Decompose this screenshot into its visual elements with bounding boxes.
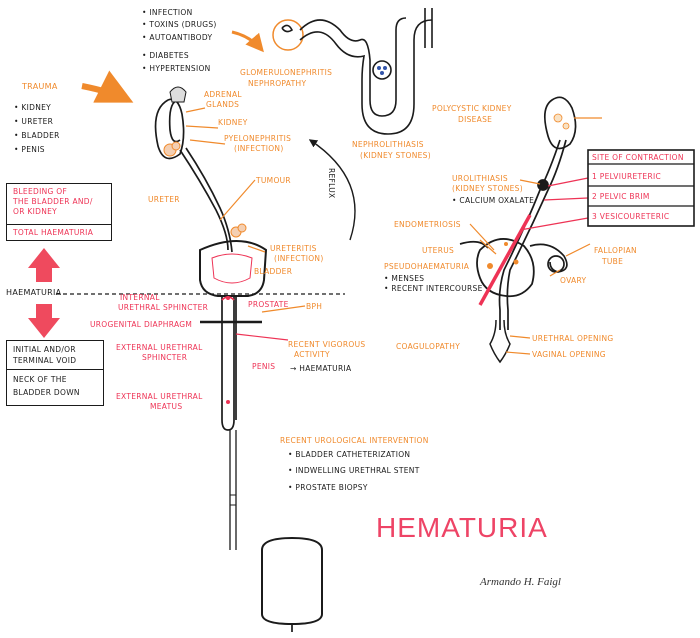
box-text: bladder down — [13, 388, 80, 397]
internal-sphincter-label: Internal — [120, 293, 160, 302]
nephrolithiasis-label: Nephrolithiasis — [352, 140, 424, 149]
tumour-label: Tumour — [256, 176, 291, 185]
polycystic-sub: disease — [458, 115, 493, 124]
page-title: HEMATURIA — [376, 512, 548, 543]
cause-item: • Autoantibody — [142, 33, 213, 42]
ureter-label: Ureter — [148, 195, 180, 204]
trauma-item: • Kidney — [14, 103, 52, 112]
polycystic-cysts — [553, 113, 570, 130]
coagulopathy-label: Coagulopathy — [396, 342, 461, 351]
internal-sphincter-sub: urethral sphincter — [118, 303, 209, 312]
male-pointers — [185, 107, 306, 341]
calcium-oxalate-item: • Calcium oxalate — [452, 196, 535, 205]
pseudo-item: • Menses — [384, 274, 425, 283]
pseudohaematuria-label: Pseudohaematuria — [384, 262, 470, 271]
contraction-item: 2 Pelvic brim — [592, 192, 650, 201]
trauma-arrow — [81, 70, 134, 103]
trauma-item: • Ureter — [14, 117, 54, 126]
adrenal-label-2: glands — [206, 100, 240, 109]
fallopian-label: Fallopian — [594, 246, 637, 255]
causes-arrow — [231, 30, 264, 53]
trauma-item: • Bladder — [14, 131, 60, 140]
female-urinary-tract — [459, 96, 577, 364]
glomerulonephritis-label: Glomerulonephritis — [240, 68, 333, 77]
contraction-item: 3 Vesicoureteric — [592, 212, 670, 221]
external-sphincter-sub: sphincter — [142, 353, 188, 362]
box-text: Initial and/or — [13, 345, 76, 354]
ureteritis-label: Ureteritis — [270, 244, 317, 253]
urological-intervention-title: Recent urological intervention — [280, 436, 429, 445]
box-text: or kidney — [13, 207, 58, 216]
cause-item: • Toxins (drugs) — [142, 20, 217, 29]
external-meatus-label: External urethral — [116, 392, 203, 401]
reflux-label: Reflux — [327, 168, 336, 199]
fallopian-sub: tube — [602, 257, 624, 266]
pyelonephritis-sub: (infection) — [234, 144, 284, 153]
box-divider — [7, 369, 103, 370]
haematuria-label: Haematuria — [6, 288, 62, 297]
trauma-title: Trauma — [22, 82, 58, 91]
polycystic-label: Polycystic kidney — [432, 104, 512, 113]
box-divider — [7, 224, 111, 225]
ureteritis-sub: (infection) — [274, 254, 324, 263]
contraction-title: Site of contraction — [592, 153, 684, 162]
male-urinary-tract — [154, 98, 323, 632]
box-text: Total haematuria — [13, 228, 94, 237]
vigorous-activity-sub: activity — [294, 350, 330, 359]
vigorous-activity-label: Recent vigorous — [288, 340, 366, 349]
nephropathy-label: Nephropathy — [248, 79, 307, 88]
urolithiasis-sub: (kidney stones) — [452, 184, 523, 193]
pseudo-item: • Recent intercourse — [384, 284, 483, 293]
nephron-drawing — [272, 8, 433, 135]
signature: Armando H. Faigl — [480, 576, 561, 588]
contraction-item: 1 Pelviureteric — [592, 172, 662, 181]
urological-item: • Prostate biopsy — [288, 483, 368, 492]
box-text: Neck of the — [13, 375, 67, 384]
pyelonephritis-label: Pyelonephritis — [224, 134, 292, 143]
vaginal-opening-label: Vaginal opening — [532, 350, 606, 359]
urological-item: • Indwelling urethral stent — [288, 466, 420, 475]
adrenal-gland — [169, 86, 187, 103]
external-sphincter-label: External urethral — [116, 343, 203, 352]
total-haematuria-box: Bleeding of the bladder and/ or kidney T… — [6, 183, 112, 241]
tumour-blob — [163, 141, 247, 238]
urological-item: • Bladder catheterization — [288, 450, 411, 459]
prostate-label: Prostate — [248, 300, 289, 309]
urolithiasis-label: Urolithiasis — [452, 174, 508, 183]
red-arrows — [28, 248, 60, 338]
female-pointers — [469, 117, 602, 355]
cause-item: • Hypertension — [142, 64, 211, 73]
cause-item: • Infection — [142, 8, 193, 17]
vigorous-result: → Haematuria — [290, 364, 352, 373]
bladder-label: Bladder — [254, 267, 293, 276]
endometriosis-label: Endometriosis — [394, 220, 461, 229]
kidney-label: Kidney — [218, 118, 248, 127]
contraction-box — [587, 149, 695, 227]
external-meatus-sub: meatus — [150, 402, 183, 411]
box-text: terminal void — [13, 356, 77, 365]
initial-terminal-box: Initial and/or terminal void Neck of the… — [6, 340, 104, 406]
reflux-arrow — [308, 139, 356, 241]
cause-item: • Diabetes — [142, 51, 189, 60]
adrenal-label: Adrenal — [204, 90, 242, 99]
endometriosis-spots — [487, 242, 519, 269]
uterus-label: Uterus — [422, 246, 455, 255]
penis-label: Penis — [252, 362, 276, 371]
nephrolithiasis-sub: (kidney stones) — [360, 151, 431, 160]
bph-label: BPH — [306, 302, 323, 311]
strike-line — [478, 214, 532, 306]
ovary-label: Ovary — [560, 276, 587, 285]
urethral-opening-label: Urethral opening — [532, 334, 614, 343]
box-text: the bladder and/ — [13, 197, 93, 206]
box-text: Bleeding of — [13, 187, 68, 196]
urogenital-diaphragm-label: Urogenital diaphragm — [90, 320, 193, 329]
trauma-item: • Penis — [14, 145, 45, 154]
